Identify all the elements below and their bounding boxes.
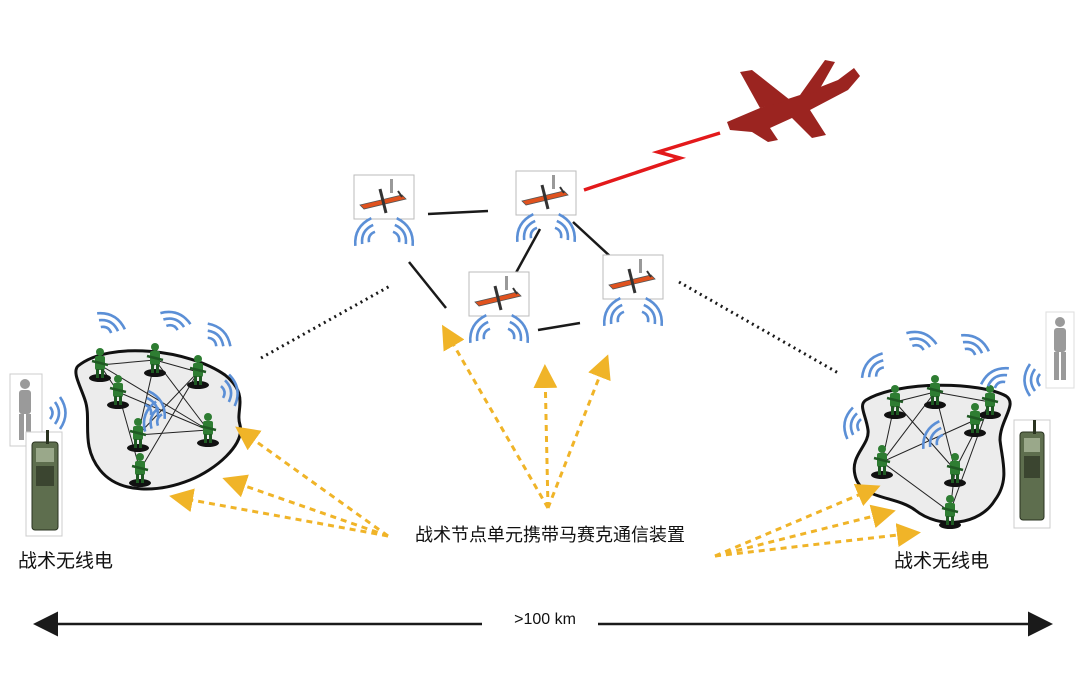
drone-node-3 bbox=[464, 270, 534, 350]
wifi-wave-icon bbox=[1023, 362, 1042, 398]
wifi-wave-icon bbox=[386, 214, 419, 253]
aircraft-icon bbox=[727, 60, 860, 142]
left-radio-unit bbox=[9, 373, 67, 537]
wifi-wave-icon bbox=[901, 326, 940, 355]
wifi-wave-icon bbox=[954, 329, 993, 362]
left-radio-label: 战术无线电 bbox=[18, 550, 114, 572]
datalink-line bbox=[583, 131, 721, 192]
drone-node-4 bbox=[598, 253, 668, 333]
right-soldier-cluster bbox=[840, 326, 1016, 531]
drone-node-1 bbox=[349, 173, 419, 253]
center-device-label: 战术节点单元携带马赛克通信装置 bbox=[415, 525, 685, 546]
drone-links bbox=[408, 209, 613, 332]
right-radio-unit bbox=[1013, 311, 1075, 529]
wifi-wave-icon bbox=[511, 210, 544, 249]
wifi-wave-icon bbox=[199, 318, 236, 355]
radio-icon bbox=[31, 430, 59, 531]
radio-icon bbox=[1019, 420, 1045, 521]
drone-icon bbox=[514, 169, 578, 217]
left-soldier-cluster bbox=[74, 306, 242, 491]
wifi-wave-icon bbox=[501, 311, 534, 350]
wifi-wave-icon bbox=[464, 311, 497, 350]
drone-icon bbox=[467, 270, 531, 318]
wifi-wave-icon bbox=[155, 306, 194, 335]
right-radio-label: 战术无线电 bbox=[894, 550, 990, 572]
drone-node-2 bbox=[511, 169, 581, 249]
wifi-wave-icon bbox=[548, 210, 581, 249]
drone-icon bbox=[352, 173, 416, 221]
wifi-wave-icon bbox=[840, 405, 865, 443]
wifi-wave-icon bbox=[598, 294, 631, 333]
drone-icon bbox=[601, 253, 665, 301]
wifi-wave-icon bbox=[90, 307, 129, 340]
yellow-arrows bbox=[169, 324, 921, 558]
wifi-wave-icon bbox=[856, 348, 892, 386]
wifi-wave-icon bbox=[349, 214, 382, 253]
right-dotted-link bbox=[678, 280, 841, 376]
person-icon bbox=[1054, 317, 1066, 380]
left-dotted-link bbox=[260, 284, 391, 360]
wifi-wave-icon bbox=[635, 294, 668, 333]
wifi-wave-icon bbox=[48, 395, 67, 431]
person-icon bbox=[19, 379, 31, 440]
distance-label: >100 km bbox=[514, 611, 576, 628]
